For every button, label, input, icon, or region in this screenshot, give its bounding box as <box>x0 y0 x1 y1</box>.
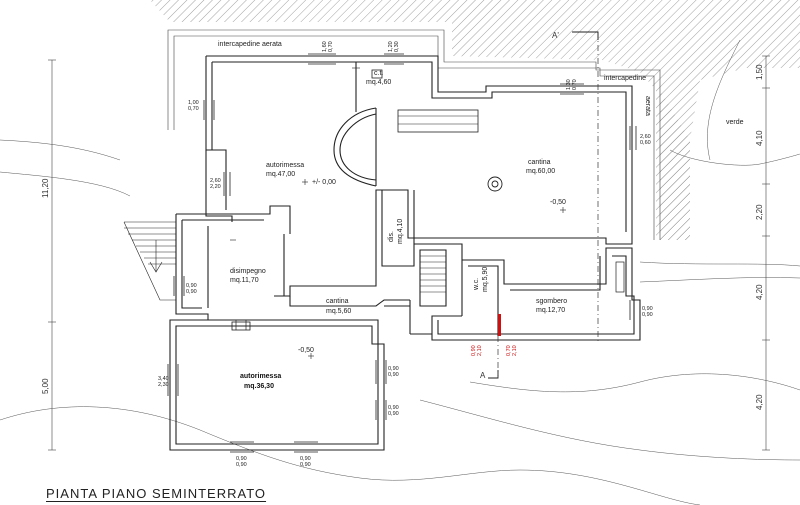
opening-aut-left: 3,40 <box>158 376 169 382</box>
opening-red-2b: 2,10 <box>512 345 518 356</box>
room-autorimessa-2-area: mq.36,30 <box>244 383 274 390</box>
opening-left-2b: 2,20 <box>210 184 221 190</box>
section-line-a <box>488 31 599 379</box>
opening-aut-bottom-1b: 0,90 <box>236 462 247 468</box>
room-sgombero-name: sgombero <box>536 298 567 305</box>
room-ct-area: mq.4,60 <box>366 79 391 86</box>
section-marker-bottom: A <box>480 371 486 380</box>
label-intercapedine: intercapedine <box>604 75 646 82</box>
opening-right-1b: 0,60 <box>640 140 651 146</box>
room-dis-name: dis. <box>388 231 395 242</box>
intercapedine-outline <box>167 29 661 240</box>
terrain-hatching <box>150 0 800 240</box>
opening-aut-right-1b: 0,90 <box>388 372 399 378</box>
opening-left-1: 1,00 <box>188 100 199 106</box>
label-intercapedine-aerata: intercapedine aerata <box>218 41 282 48</box>
drawing-title: PIANTA PIANO SEMINTERRATO <box>46 486 267 501</box>
window-marks <box>167 53 641 453</box>
level-marks <box>230 64 566 359</box>
dim-right-1: 1,50 <box>755 64 764 80</box>
room-disimpegno-area: mq.11,70 <box>230 277 259 284</box>
room-wc-area: mq.5,90 <box>482 267 489 292</box>
opening-aut-bottom-2: 0,90 <box>300 456 311 462</box>
opening-aut-bottom-2b: 0,90 <box>300 462 311 468</box>
opening-aut-right-1: 0,90 <box>388 366 399 372</box>
exterior-stair <box>123 221 176 301</box>
opening-aut-right-2b: 0,90 <box>388 411 399 417</box>
opening-red-2: 0,70 <box>506 345 512 356</box>
opening-red-1: 0,90 <box>471 345 477 356</box>
opening-right-top: 1,30 <box>566 79 572 90</box>
opening-left-1b: 0,70 <box>188 106 199 112</box>
dim-right-5: 4,20 <box>755 394 764 410</box>
label-aerata-vertical: aerata <box>644 96 651 116</box>
room-autorimessa-1-area: mq.47,00 <box>266 171 295 178</box>
room-autorimessa-2-name: autorimessa <box>240 373 281 380</box>
opening-aut-left-b: 2,30 <box>158 382 169 388</box>
opening-left-3: 0,90 <box>186 283 197 289</box>
building-walls <box>169 55 641 451</box>
room-autorimessa-2-level: -0,50 <box>298 347 314 354</box>
opening-aut-bottom-1: 0,90 <box>236 456 247 462</box>
opening-right-2: 0,90 <box>642 306 653 312</box>
room-ct-name: c.t. <box>374 70 383 77</box>
room-cantina-2-area: mq.5,60 <box>326 308 351 315</box>
room-cantina-2-name: cantina <box>326 298 349 305</box>
room-cantina-1-area: mq.60,00 <box>526 168 555 175</box>
opening-aut-right-2: 0,90 <box>388 405 399 411</box>
room-wc-name: w.c. <box>473 278 480 291</box>
room-cantina-1-name: cantina <box>528 159 551 166</box>
interior-fixtures <box>231 69 625 331</box>
room-cantina-1-level: -0,50 <box>550 199 566 206</box>
opening-left-3b: 0,90 <box>186 289 197 295</box>
terrain-contours <box>0 39 800 505</box>
room-dis-area: mq.4,10 <box>397 219 404 244</box>
opening-top-1b: 0,70 <box>328 41 334 52</box>
room-autorimessa-1-name: autorimessa <box>266 162 304 169</box>
opening-top-2: 1,20 <box>388 41 394 52</box>
opening-top-1: 1,60 <box>322 41 328 52</box>
room-disimpegno-name: disimpegno <box>230 268 266 275</box>
dim-right-3: 2,20 <box>755 204 764 220</box>
red-door-mark <box>498 314 501 336</box>
opening-red-1b: 2,10 <box>477 345 483 356</box>
dim-left-top: 11,20 <box>41 178 50 198</box>
dim-left-bottom: 5,00 <box>41 378 50 394</box>
opening-right-top-b: 0,70 <box>572 79 578 90</box>
dim-right-2: 4,10 <box>755 130 764 146</box>
dim-right-4: 4,20 <box>755 284 764 300</box>
dimension-lines <box>48 55 770 451</box>
opening-top-2b: 0,30 <box>394 41 400 52</box>
room-sgombero-area: mq.12,70 <box>536 307 565 314</box>
opening-right-1: 2,60 <box>640 134 651 140</box>
label-verde: verde <box>726 119 744 126</box>
column-symbol <box>487 176 503 192</box>
opening-left-2: 2,60 <box>210 178 221 184</box>
section-marker-top: A' <box>552 31 559 40</box>
opening-right-2b: 0,90 <box>642 312 653 318</box>
room-autorimessa-1-level: +/- 0,00 <box>312 179 336 186</box>
